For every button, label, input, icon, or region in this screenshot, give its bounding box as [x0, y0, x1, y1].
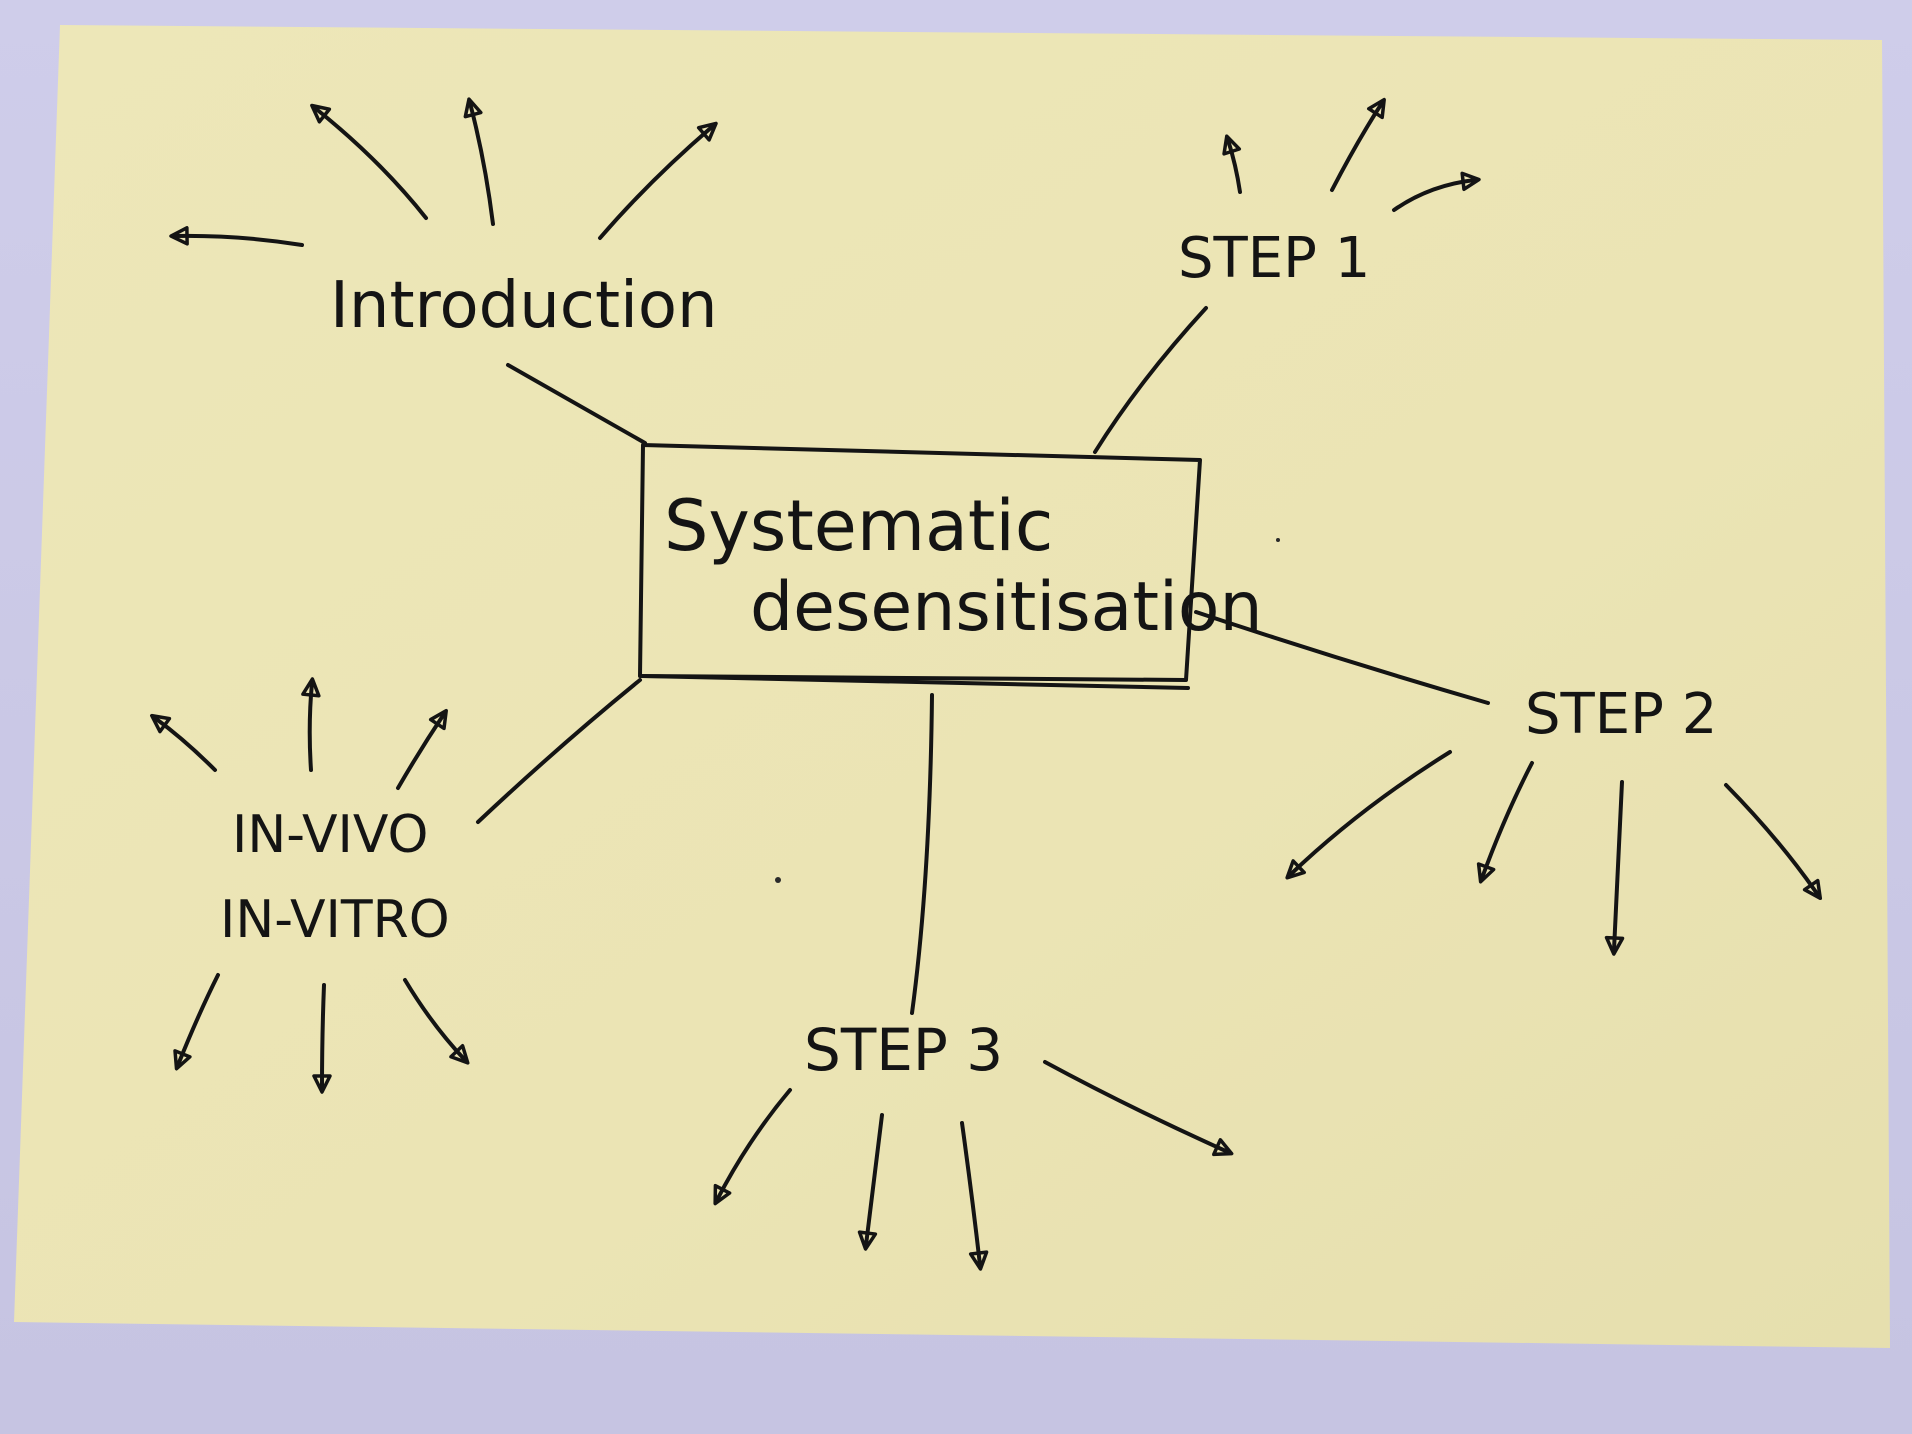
arrow	[960, 1121, 989, 1271]
branch-introduction: Introduction	[330, 269, 718, 343]
paper-speck	[775, 877, 781, 883]
arrow	[173, 973, 220, 1071]
introduction-arrows	[169, 97, 718, 247]
step1-arrows	[1222, 97, 1481, 212]
arrow	[598, 121, 718, 240]
arrow	[396, 708, 448, 790]
arrow	[713, 1088, 792, 1206]
branch-in-vitro: IN-VITRO	[220, 890, 450, 950]
arrow	[1222, 134, 1242, 194]
branch-in-vivo: IN-VIVO	[232, 805, 428, 865]
arrow	[857, 1113, 884, 1251]
step3-arrows	[713, 1060, 1234, 1271]
connector-step3	[910, 693, 934, 1015]
central-topic-line2: desensitisation	[750, 568, 1263, 647]
connector-introduction	[506, 363, 647, 445]
arrow	[1043, 1060, 1234, 1157]
connector-invivo	[476, 678, 642, 824]
invitro-arrows	[173, 973, 470, 1094]
arrow	[1604, 780, 1625, 956]
invivo-arrows	[150, 677, 448, 790]
arrow	[1392, 171, 1481, 212]
central-topic-line1: Systematic	[664, 485, 1053, 567]
arrow	[463, 97, 495, 226]
branch-step2: STEP 2	[1525, 682, 1717, 747]
arrow	[1724, 783, 1823, 901]
arrow	[150, 713, 217, 772]
paper-speck	[1276, 538, 1280, 542]
branch-step3: STEP 3	[804, 1016, 1003, 1084]
connector-step1	[1093, 306, 1208, 454]
arrow	[310, 103, 428, 220]
arrow	[1476, 761, 1534, 884]
arrow	[312, 983, 332, 1094]
arrow	[301, 677, 321, 772]
arrow	[403, 978, 470, 1065]
arrow	[1285, 750, 1452, 880]
arrow	[1330, 97, 1386, 192]
connector-step2	[1194, 610, 1490, 705]
paper-sheet	[14, 25, 1890, 1348]
branch-step1: STEP 1	[1178, 226, 1370, 291]
arrow	[169, 226, 304, 247]
central-topic-box	[638, 443, 1202, 690]
step2-arrows	[1285, 750, 1823, 956]
